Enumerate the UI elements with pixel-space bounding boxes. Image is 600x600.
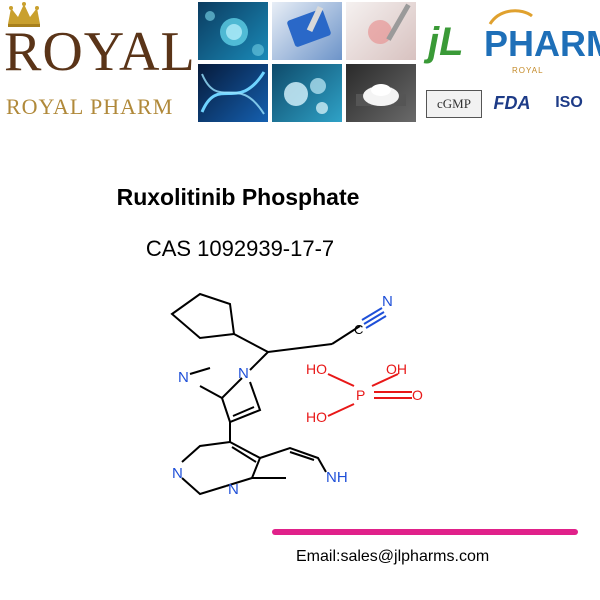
- label-p: P: [356, 387, 365, 403]
- royal-pharm-subtitle: ROYAL PHARM: [6, 94, 174, 119]
- lab-sample-image: [272, 2, 342, 60]
- pipette-image: [346, 2, 416, 60]
- swoosh-icon: [488, 9, 533, 25]
- label-oh-top: OH: [386, 361, 407, 377]
- label-pyrimidine-n2: N: [228, 481, 239, 498]
- label-pyrazole-n1: N: [238, 365, 249, 382]
- royal-small-text: ROYAL: [512, 66, 544, 75]
- chemical-structure: N C N N N N NH HO OH P O HO: [170, 292, 423, 498]
- label-o: O: [412, 387, 423, 403]
- fda-badge: FDA: [493, 93, 531, 113]
- label-c: C: [354, 322, 363, 337]
- molecule-bubbles-image: [272, 64, 342, 122]
- royal-logo: ROYAL ROYAL PHARM: [0, 0, 195, 130]
- accent-bar: [272, 529, 578, 535]
- powder-image: [346, 64, 416, 122]
- jl-text: jL: [428, 20, 464, 64]
- virus-image: [198, 2, 268, 60]
- product-name: Ruxolitinib Phosphate: [116, 184, 360, 210]
- contact-email[interactable]: Email:sales@jlpharms.com: [296, 548, 490, 565]
- photo-grid: [198, 2, 422, 124]
- nitrile-bond: [361, 307, 387, 329]
- label-pyrazole-n2: N: [178, 369, 189, 386]
- jl-pharm-logo: jL PHARM ROYAL cGMP FDA ISO: [424, 0, 600, 130]
- royal-brand-text: ROYAL: [4, 21, 196, 83]
- label-pyrrole-nh: NH: [326, 469, 348, 486]
- dna-image: [198, 64, 268, 122]
- label-pyrimidine-n1: N: [172, 465, 183, 482]
- pharm-text: PHARM: [484, 23, 600, 64]
- phosphate-bonds: [327, 373, 412, 417]
- cgmp-badge: cGMP: [426, 90, 482, 118]
- label-nitrile-n: N: [382, 293, 393, 310]
- structure-bonds: [170, 292, 361, 496]
- crown-icon: [8, 2, 40, 27]
- cas-number: CAS 1092939-17-7: [145, 236, 335, 261]
- label-ho-top: HO: [306, 361, 327, 377]
- iso-badge: ISO: [555, 94, 583, 111]
- label-ho-bottom: HO: [306, 409, 327, 425]
